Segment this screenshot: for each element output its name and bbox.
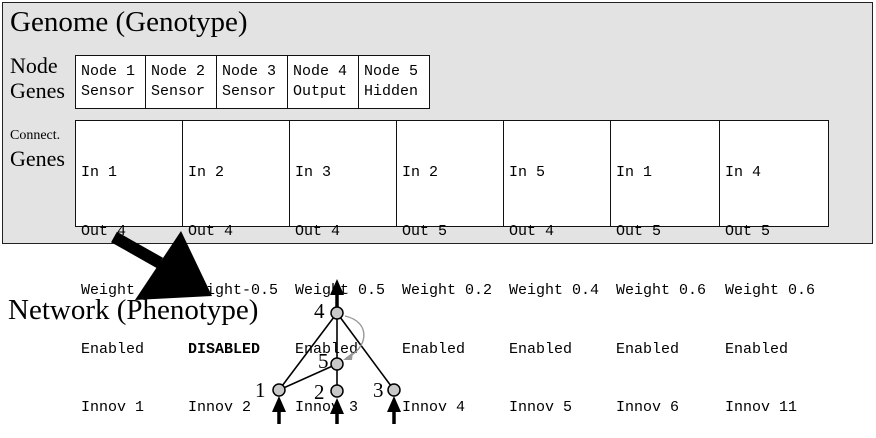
node-gene-2: Node 2 Sensor bbox=[145, 55, 217, 109]
connection-out: Out 4 bbox=[188, 222, 234, 240]
connection-status: Enabled bbox=[295, 340, 359, 358]
input-arrow-2 bbox=[330, 398, 344, 424]
connection-weight: Weight 0.2 bbox=[402, 281, 493, 299]
diagram-graphics bbox=[111, 231, 401, 424]
connection-in: In 2 bbox=[188, 164, 225, 182]
node-gene-1: Node 1 Sensor bbox=[75, 55, 146, 109]
node-gene-type: Output bbox=[293, 82, 348, 100]
node-gene-name: Node 4 bbox=[293, 63, 348, 80]
connection-status-disabled: DISABLED bbox=[188, 340, 261, 358]
connection-status: Enabled bbox=[81, 340, 145, 358]
network-node-2 bbox=[330, 384, 344, 398]
connection-status: Enabled bbox=[616, 340, 680, 358]
connection-out: Out 4 bbox=[509, 222, 555, 240]
connection-innov: Innov 5 bbox=[509, 399, 573, 417]
input-arrow-1 bbox=[272, 396, 286, 424]
connection-out: Out 4 bbox=[81, 222, 127, 240]
connection-innov: Innov 11 bbox=[725, 399, 798, 417]
node-gene-type: Sensor bbox=[222, 82, 277, 100]
connection-status: Enabled bbox=[509, 340, 573, 358]
phenotype-title: Network (Phenotype) bbox=[8, 294, 259, 326]
edge-1-4 bbox=[278, 312, 338, 391]
connection-out: Out 4 bbox=[295, 222, 341, 240]
connection-in: In 1 bbox=[616, 164, 653, 182]
network-node-1 bbox=[272, 383, 286, 397]
connection-innov: Innov 3 bbox=[295, 399, 359, 417]
network-node-3 bbox=[387, 383, 401, 397]
connection-out: Out 5 bbox=[402, 222, 448, 240]
connection-gene-1: In 1 Out 4 Weight 0.7 Enabled Innov 1 bbox=[75, 120, 183, 416]
connection-gene-4: In 2 Out 5 Weight 0.2 Enabled Innov 4 bbox=[396, 120, 504, 416]
node-gene-name: Node 3 bbox=[222, 63, 277, 80]
connection-gene-7: In 4 Out 5 Weight 0.6 Enabled Innov 11 bbox=[719, 120, 829, 416]
network-node-label-5: 5 bbox=[318, 349, 329, 373]
node-gene-4: Node 4 Output bbox=[287, 55, 359, 109]
connection-gene-5: In 5 Out 4 Weight 0.4 Enabled Innov 5 bbox=[503, 120, 611, 416]
connect-genes-label-line1: Connect. bbox=[10, 128, 61, 143]
recurrent-link-4-5 bbox=[343, 315, 365, 360]
output-arrow bbox=[330, 279, 344, 307]
network-node-label-4: 4 bbox=[314, 299, 325, 323]
genome-title: Genome (Genotype) bbox=[10, 6, 248, 38]
connection-status: Enabled bbox=[725, 340, 789, 358]
node-gene-name: Node 2 bbox=[151, 63, 206, 80]
connection-gene-6: In 1 Out 5 Weight 0.6 Enabled Innov 6 bbox=[610, 120, 720, 416]
network-node-4 bbox=[330, 306, 344, 320]
node-gene-type: Sensor bbox=[81, 82, 136, 100]
connection-innov: Innov 4 bbox=[402, 399, 466, 417]
edge-3-4 bbox=[336, 312, 395, 391]
edge-1-5 bbox=[278, 363, 338, 391]
connection-innov: Innov 2 bbox=[188, 399, 252, 417]
connection-weight: Weight 0.6 bbox=[616, 281, 707, 299]
node-gene-type: Sensor bbox=[151, 82, 206, 100]
input-arrow-3 bbox=[387, 396, 401, 424]
connection-innov: Innov 6 bbox=[616, 399, 680, 417]
connection-out: Out 5 bbox=[725, 222, 771, 240]
connection-in: In 2 bbox=[402, 164, 439, 182]
network-node-label-2: 2 bbox=[314, 380, 325, 404]
connection-in: In 5 bbox=[509, 164, 546, 182]
genotype-to-phenotype-arrow bbox=[111, 231, 212, 300]
connection-innov: Innov 1 bbox=[81, 399, 145, 417]
node-gene-name: Node 1 bbox=[81, 63, 136, 80]
node-genes-label-line1: Node bbox=[10, 53, 58, 78]
node-genes-label-line2: Genes bbox=[10, 78, 65, 103]
connection-out: Out 5 bbox=[616, 222, 662, 240]
connection-in: In 4 bbox=[725, 164, 762, 182]
network-node-label-3: 3 bbox=[373, 378, 384, 402]
connection-status: Enabled bbox=[402, 340, 466, 358]
connection-weight: Weight 0.4 bbox=[509, 281, 600, 299]
network-node-5 bbox=[330, 357, 344, 371]
node-gene-name: Node 5 bbox=[364, 63, 419, 80]
connect-genes-label-line2: Genes bbox=[10, 146, 65, 171]
node-gene-5: Node 5 Hidden bbox=[358, 55, 430, 109]
connection-in: In 1 bbox=[81, 164, 118, 182]
node-gene-type: Hidden bbox=[364, 82, 419, 100]
network-node-label-1: 1 bbox=[255, 378, 266, 402]
connection-in: In 3 bbox=[295, 164, 332, 182]
network-nodes bbox=[272, 306, 401, 398]
connection-weight: Weight 0.6 bbox=[725, 281, 816, 299]
node-gene-3: Node 3 Sensor bbox=[216, 55, 288, 109]
